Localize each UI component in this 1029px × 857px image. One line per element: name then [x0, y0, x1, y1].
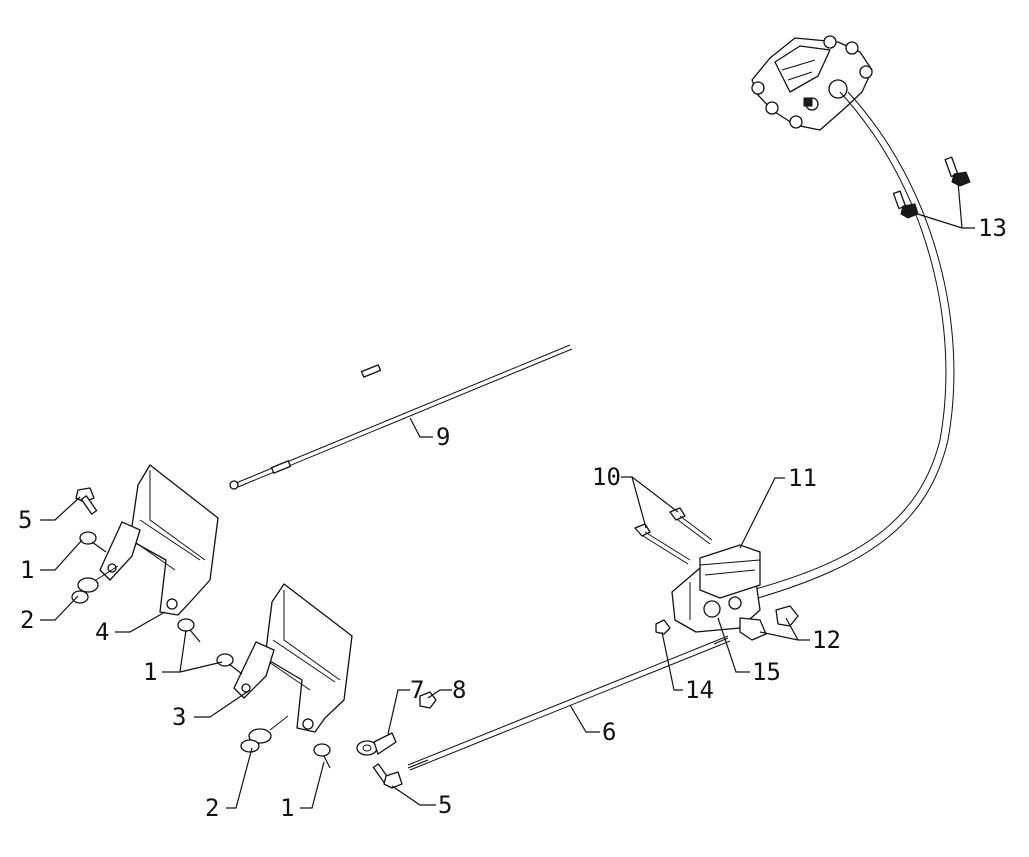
bolt-10a [634, 523, 691, 565]
rod-end-7 [356, 732, 397, 756]
callout-1-bottom: 1 [280, 794, 294, 822]
callout-10: 10 [592, 463, 621, 491]
bolt-12b [775, 605, 799, 627]
callout-6: 6 [602, 718, 616, 746]
bolt-1d [313, 743, 331, 769]
leader-lines [40, 181, 975, 809]
callout-13: 13 [978, 214, 1007, 242]
bolt-1c [216, 653, 243, 675]
spring-2a [71, 565, 119, 604]
callout-1-middle: 1 [143, 658, 157, 686]
callout-15: 15 [752, 658, 781, 686]
callout-7: 7 [410, 676, 424, 704]
bolt-5b [372, 763, 403, 789]
bracket-4 [99, 464, 219, 616]
callout-12: 12 [812, 626, 841, 654]
callout-1-left: 1 [20, 556, 34, 584]
bracket-3 [233, 583, 353, 733]
callout-9: 9 [436, 423, 450, 451]
bolt-1a [79, 531, 107, 553]
callout-14: 14 [685, 676, 714, 704]
bolt-10b [669, 507, 713, 545]
callout-3: 3 [172, 703, 186, 731]
bolt-12a [739, 617, 767, 641]
reservoir-11 [699, 544, 761, 599]
callout-5-top: 5 [18, 506, 32, 534]
callout-4: 4 [95, 618, 109, 646]
callout-labels: 5 1 2 4 1 3 2 1 7 8 5 6 9 10 11 12 13 14… [18, 214, 1007, 822]
bolt-5a [75, 487, 98, 515]
brake-hose [751, 91, 955, 599]
callout-2-bottom: 2 [205, 794, 219, 822]
brake-cable [229, 344, 573, 490]
bolt-13a [944, 156, 971, 187]
callout-2-left: 2 [20, 606, 34, 634]
callout-5-bottom: 5 [438, 791, 452, 819]
brake-caliper [751, 35, 873, 131]
callout-11: 11 [788, 464, 817, 492]
callout-8: 8 [452, 676, 466, 704]
bolt-1b [177, 618, 201, 643]
spring-2b [240, 715, 289, 753]
bolt-13b [892, 190, 919, 219]
nut-14 [655, 619, 671, 635]
